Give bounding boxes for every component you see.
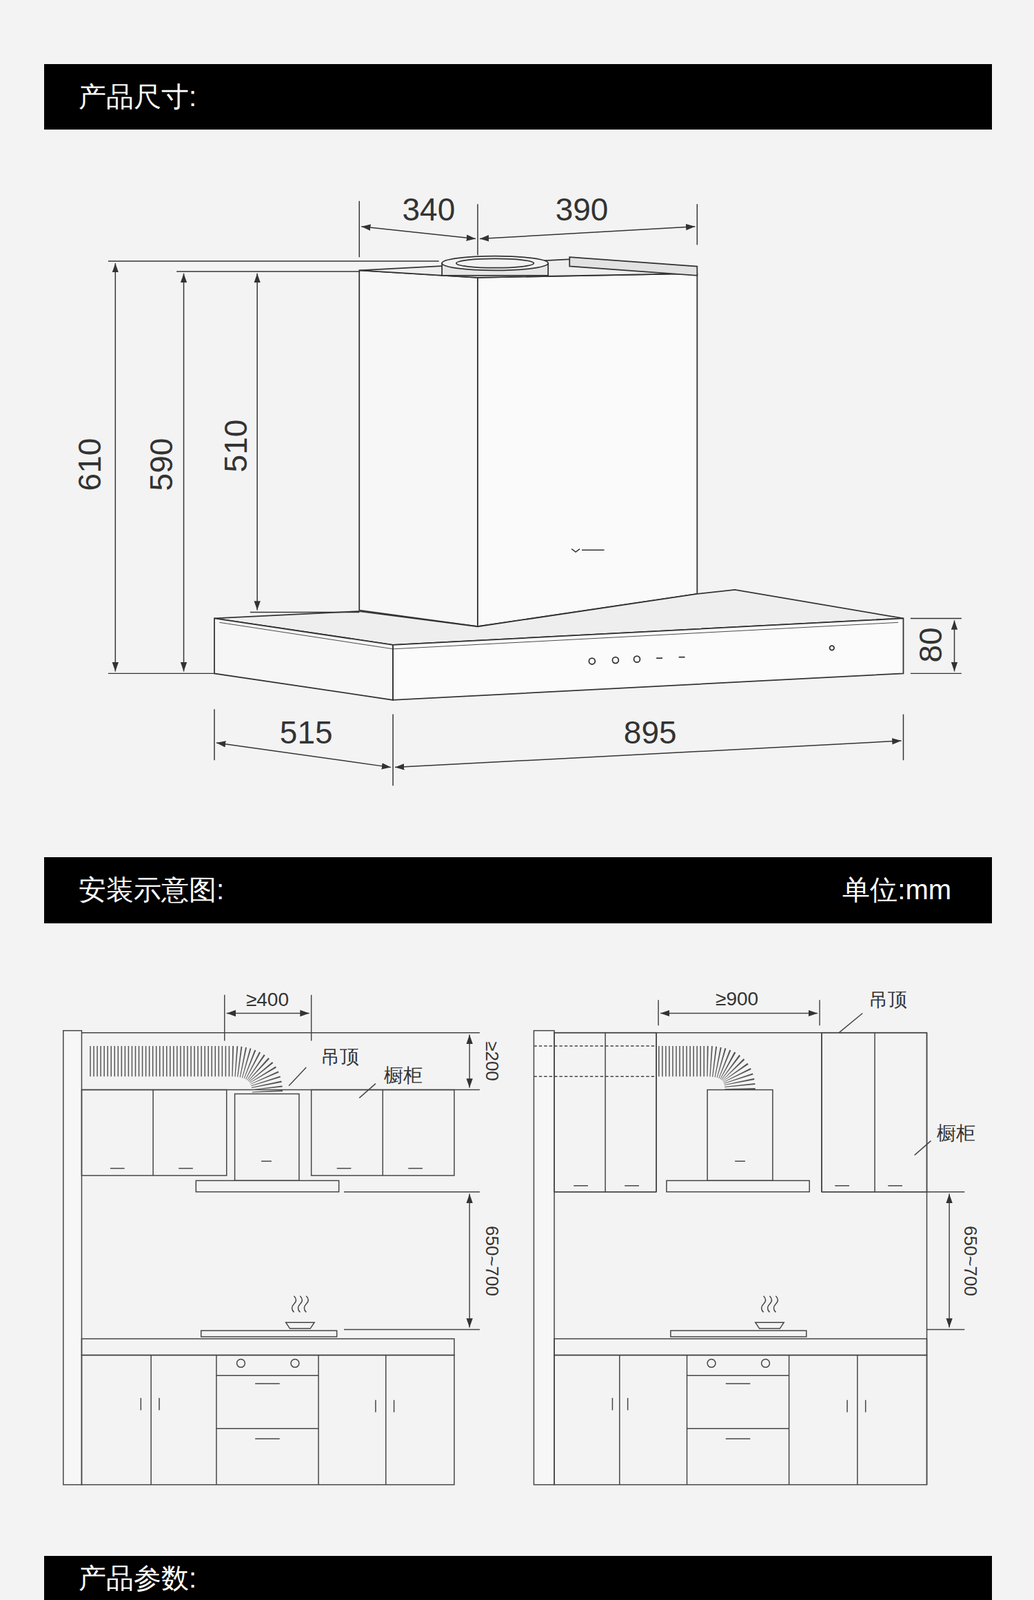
dimension-value: ≥400 <box>244 989 291 1012</box>
install-right <box>533 1000 965 1485</box>
dimension-value: ≥200 <box>481 1039 502 1084</box>
section-bar: 产品参数: <box>44 1556 993 1600</box>
install-left <box>63 995 480 1486</box>
unit-note: 单位:mm <box>842 871 952 910</box>
section-heading: 产品尺寸: <box>78 77 197 116</box>
dimension-value: 590 <box>144 435 180 493</box>
dimension-value: ≥900 <box>713 988 761 1010</box>
dimension-value: 80 <box>913 625 949 665</box>
dimension-value: 515 <box>277 715 336 751</box>
dimension-value: 650~700 <box>960 1224 981 1299</box>
part-name: 吊顶 <box>318 1047 362 1069</box>
part-name: 橱柜 <box>934 1123 978 1145</box>
dimension-value: 510 <box>218 417 254 475</box>
range-hood <box>214 256 904 701</box>
dimension-value: 610 <box>72 435 108 493</box>
dimension-value: 390 <box>553 191 611 227</box>
section-bar: 安装示意图: 单位:mm <box>44 857 993 924</box>
section-bar: 产品尺寸: <box>44 64 993 130</box>
dimension-value: 340 <box>400 191 458 227</box>
dimension-value: 895 <box>621 715 679 751</box>
part-name: 吊顶 <box>866 989 910 1012</box>
section-heading: 安装示意图: <box>78 871 225 910</box>
part-name: 橱柜 <box>381 1065 425 1087</box>
section-heading: 产品参数: <box>78 1559 197 1598</box>
dimension-lines <box>108 201 962 787</box>
dimension-value: 650~700 <box>481 1224 502 1299</box>
